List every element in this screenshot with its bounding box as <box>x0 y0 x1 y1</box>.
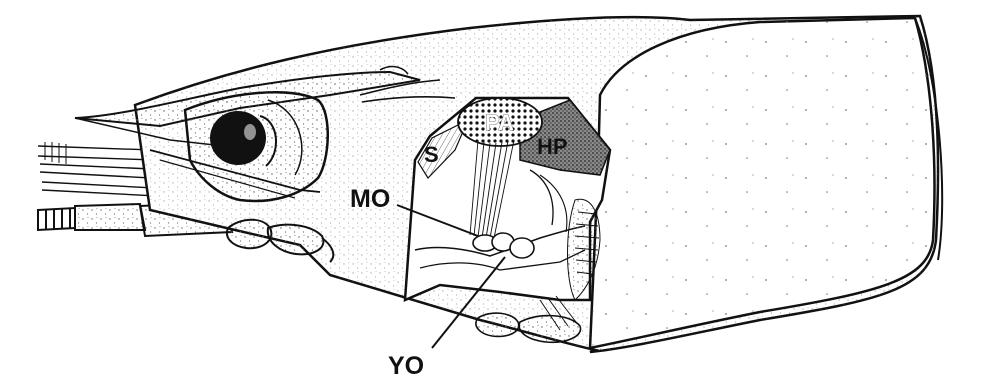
antennule-segments <box>45 142 66 164</box>
label-hp: HP <box>537 134 568 159</box>
branchiostegite <box>590 18 942 348</box>
label-yo: YO <box>388 352 424 380</box>
label-mo: MO <box>350 185 390 213</box>
label-pa: PA <box>485 110 514 135</box>
label-s: S <box>424 142 439 167</box>
